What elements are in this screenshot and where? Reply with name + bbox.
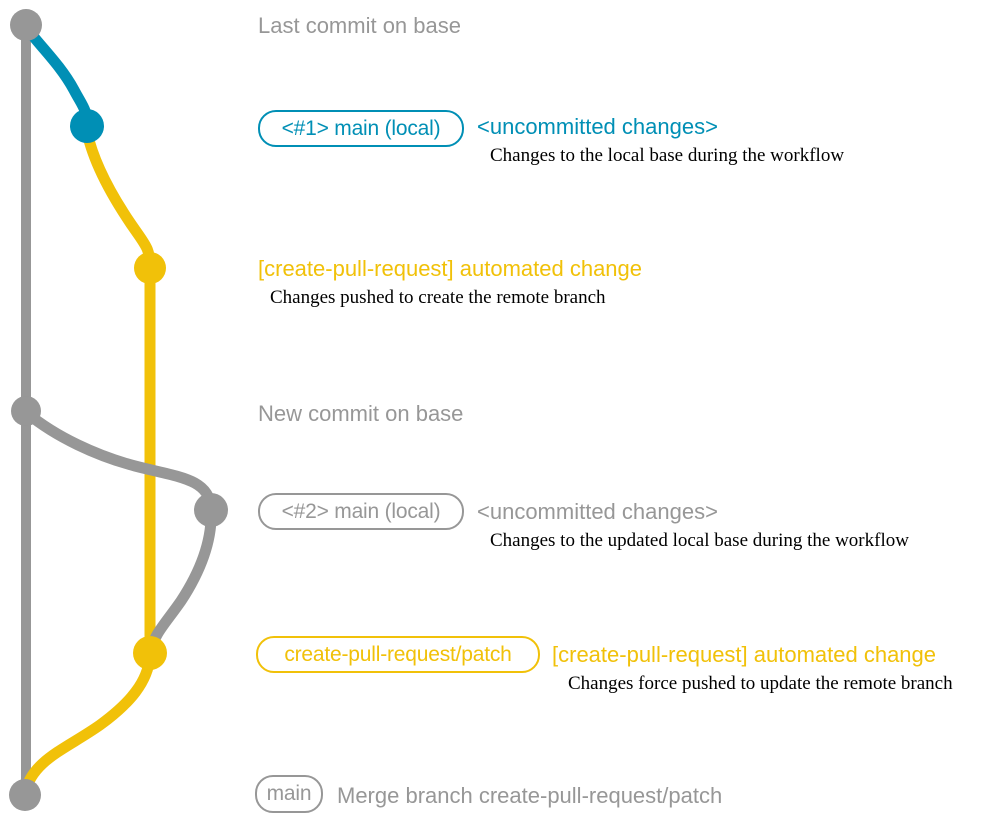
branch-line-main-local-2	[21, 407, 217, 657]
branch-line-merge	[19, 650, 156, 799]
commit-message-new-commit: New commit on base	[258, 401, 464, 426]
commit-message-automated-2: [create-pull-request] automated change	[552, 642, 937, 667]
commit-dot-merge	[9, 779, 41, 811]
git-graph	[9, 9, 228, 811]
commit-dot-cpr-1	[134, 252, 166, 284]
branch-label-main: main	[255, 775, 323, 813]
commit-dot-base-new	[11, 396, 41, 426]
annotation-pushed-create-branch: Changes pushed to create the remote bran…	[270, 287, 606, 308]
commit-dot-cpr-2	[133, 636, 167, 670]
commit-dot-base-top	[10, 9, 42, 41]
annotation-force-pushed-update-branch: Changes force pushed to update the remot…	[568, 673, 953, 694]
commit-message-merge: Merge branch create-pull-request/patch	[337, 783, 723, 808]
commit-dot-main-2	[194, 493, 228, 527]
annotation-updated-local-base-changes: Changes to the updated local base during…	[490, 530, 909, 551]
branch-label-create-pull-request-patch: create-pull-request/patch	[256, 636, 540, 673]
commit-message-automated-1: [create-pull-request] automated change	[258, 256, 643, 281]
branch-label-main-1: <#1> main (local)	[258, 110, 464, 147]
commit-dot-main-1	[70, 109, 104, 143]
commit-message-last-commit: Last commit on base	[258, 13, 461, 38]
commit-message-uncommitted-1: <uncommitted changes>	[477, 114, 718, 139]
annotation-local-base-changes: Changes to the local base during the wor…	[490, 145, 845, 166]
branch-label-main-2: <#2> main (local)	[258, 493, 464, 530]
branch-line-main-local-1	[20, 21, 93, 132]
commit-message-uncommitted-2: <uncommitted changes>	[477, 499, 718, 524]
branch-line-create-pull-request	[81, 126, 156, 659]
